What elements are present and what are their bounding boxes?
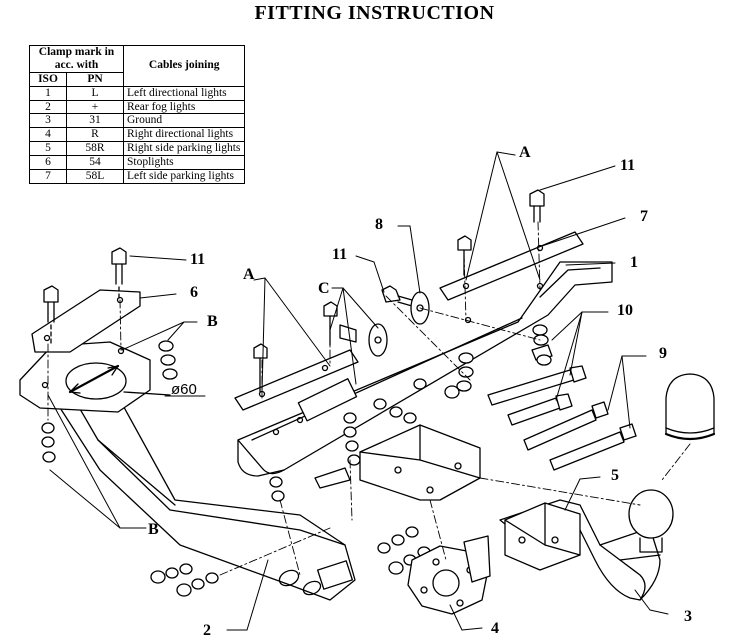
- leader-lines: [47, 151, 669, 631]
- clamp-mark-header: Clamp mark in acc. with: [29, 45, 124, 73]
- socket-plate-part-4: [407, 535, 491, 615]
- callout-part-11-left: 11: [190, 251, 206, 268]
- bolt-11-right: [529, 189, 545, 223]
- page-title: FITTING INSTRUCTION: [254, 2, 495, 24]
- callout-part-5: 5: [611, 467, 619, 484]
- ball-cap: [664, 373, 716, 441]
- pn-cell: 31: [66, 113, 124, 129]
- callout-part-9: 9: [659, 345, 667, 362]
- nuts-washers: [41, 324, 552, 597]
- long-bolts-part-10: [487, 344, 587, 426]
- cable-cell: Ground: [122, 113, 246, 129]
- callout-part-1: 1: [630, 254, 638, 271]
- flange-plate: [19, 341, 171, 413]
- callout-part-11-right: 11: [620, 157, 636, 174]
- iso-header: ISO: [29, 71, 67, 87]
- callout-part-7: 7: [640, 208, 648, 225]
- cable-cell: Left directional lights: [122, 85, 246, 101]
- callout-part-10: 10: [617, 302, 633, 319]
- callout-part-6: 6: [190, 284, 198, 301]
- cable-cell: Right side parking lights: [122, 141, 246, 156]
- pn-cell: 58R: [66, 141, 124, 156]
- bolt-11-left: [43, 285, 59, 345]
- callout-b-lower: B: [148, 521, 159, 538]
- pn-header: PN: [66, 71, 124, 87]
- callout-a-top: A: [519, 144, 531, 161]
- callout-c: C: [318, 280, 330, 297]
- callout-part-4: 4: [491, 620, 499, 637]
- cross-member-part-1: [237, 261, 613, 477]
- washer-part-8: [339, 291, 430, 357]
- bolt-11-top-left: [111, 247, 127, 301]
- callout-a-left: A: [243, 266, 255, 283]
- long-bolts-part-9: [523, 401, 637, 471]
- table-row: 2+Rear fog lights: [29, 99, 246, 115]
- callout-part-3: 3: [684, 608, 692, 625]
- bolt-11-mid: [381, 285, 413, 307]
- callout-part-11-mid: 11: [332, 246, 348, 263]
- bolt-small-upper: [457, 235, 472, 276]
- table-subheader-row: ISO PN: [29, 71, 245, 87]
- bracket-part-5: [504, 502, 581, 571]
- bolt-small-c: [323, 301, 338, 346]
- callout-part-8: 8: [375, 216, 383, 233]
- cable-cell: Rear fog lights: [122, 99, 246, 115]
- centre-bracket: [314, 424, 481, 501]
- plate-part-6: [31, 289, 141, 353]
- diameter-dimension: ø60: [171, 381, 197, 398]
- cable-clamp-table: Clamp mark in acc. with Cables joining I…: [29, 45, 246, 184]
- cable-cell: Left side parking lights: [122, 168, 246, 184]
- callout-part-2: 2: [203, 622, 211, 639]
- callout-b-upper: B: [207, 313, 218, 330]
- bolt-small-left: [253, 343, 268, 393]
